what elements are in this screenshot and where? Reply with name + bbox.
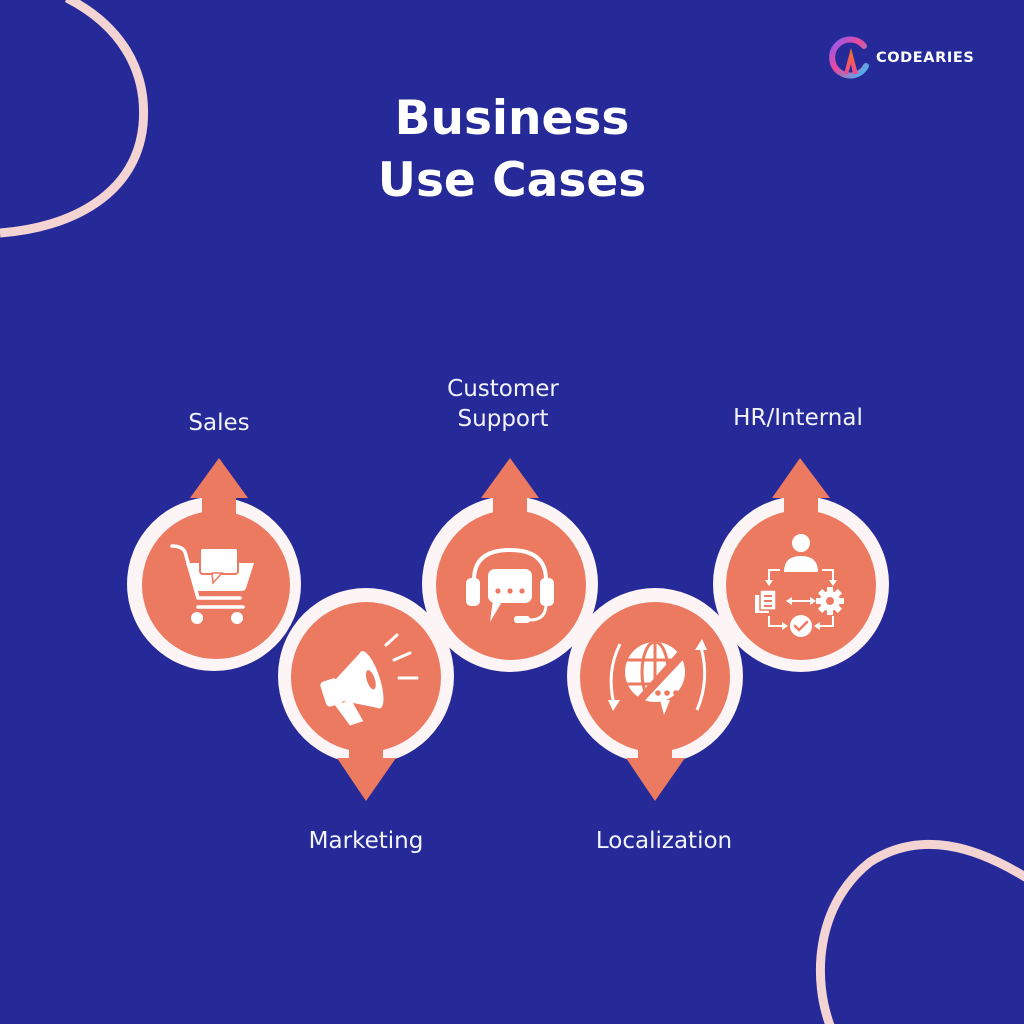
label-sales: Sales: [188, 410, 250, 436]
codearies-logo-icon: [829, 36, 869, 79]
shopping-cart-chat-icon: [170, 544, 254, 624]
page-title: Business Use Cases: [0, 88, 1024, 212]
label-customer-support-line-1: Customer: [447, 376, 559, 402]
top-left-curve: [0, 0, 149, 238]
bottom-right-curve: [815, 839, 1024, 1024]
workflow-process-icon: [755, 534, 844, 637]
inner-circle-layer: [142, 510, 876, 752]
label-customer-support-line-2: Support: [457, 406, 549, 432]
label-customer-support: Customer Support: [447, 374, 559, 434]
headset-chat-icon: [466, 547, 554, 623]
label-marketing: Marketing: [308, 828, 424, 854]
brand-logo: CODEARIES: [826, 34, 974, 82]
label-hr-internal: HR/Internal: [733, 405, 863, 431]
megaphone-icon: [320, 633, 419, 726]
brand-name: CODEARIES: [876, 50, 975, 66]
title-line-2: Use Cases: [377, 153, 647, 208]
label-localization: Localization: [595, 828, 733, 854]
title-line-1: Business: [394, 91, 630, 146]
